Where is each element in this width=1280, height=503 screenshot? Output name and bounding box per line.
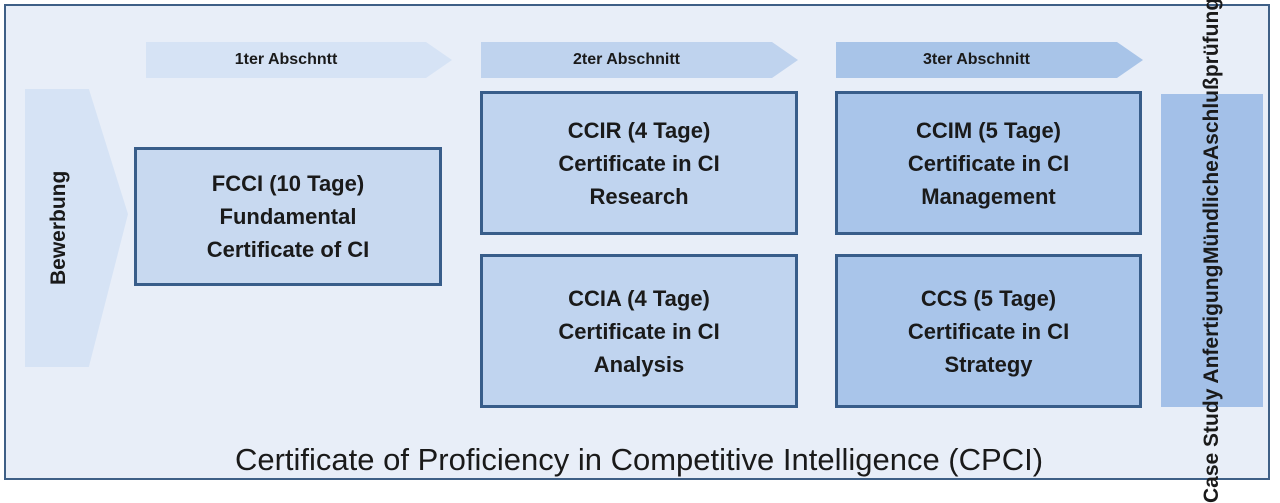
diagram-frame: 1ter Abschntt 2ter Abschnitt 3ter Abschn… — [4, 0, 1270, 503]
fcci-line-2: Fundamental — [219, 204, 357, 229]
fcci-line-3: Certificate of CI — [206, 237, 370, 262]
final-exam-label: Case Study Anfertigung Mündliche Aschluß… — [1164, 0, 1260, 503]
ccir-line-3: Research — [589, 183, 689, 209]
ccir-module-box: CCIR (4 Tage) Certificate in CI Research — [480, 91, 798, 235]
phase-1-label: 1ter Abschntt — [234, 51, 338, 68]
ccir-line-2: Certificate in CI — [558, 150, 720, 176]
ccim-module-box: CCIM (5 Tage) Certificate in CI Manageme… — [835, 91, 1142, 235]
fcci-title: FCCI (10 Tage) — [211, 171, 365, 196]
ccim-line-3: Management — [921, 183, 1056, 209]
ccim-title: CCIM (5 Tage) — [915, 117, 1062, 143]
ccia-line-2: Certificate in CI — [558, 318, 720, 344]
ccir-title: CCIR (4 Tage) — [567, 117, 711, 143]
fcci-module-box: FCCI (10 Tage) Fundamental Certificate o… — [134, 147, 442, 286]
ccs-line-3: Strategy — [944, 351, 1033, 377]
phase-2-arrow: 2ter Abschnitt — [481, 42, 798, 78]
phase-3-arrow: 3ter Abschnitt — [836, 42, 1143, 78]
application-arrow — [25, 89, 128, 367]
ccs-title: CCS (5 Tage) — [920, 285, 1057, 311]
ccia-title: CCIA (4 Tage) — [568, 285, 710, 311]
phase-1-arrow: 1ter Abschntt — [146, 42, 452, 78]
phase-3-label: 3ter Abschnitt — [923, 51, 1030, 68]
ccia-line-3: Analysis — [593, 351, 685, 377]
ccs-module-box: CCS (5 Tage) Certificate in CI Strategy — [835, 254, 1142, 408]
ccs-line-2: Certificate in CI — [907, 318, 1070, 344]
ccim-line-2: Certificate in CI — [907, 150, 1070, 176]
final-exam-block — [1161, 94, 1263, 407]
final-line-2: Mündliche — [1199, 160, 1223, 265]
application-label: Bewerbung — [46, 170, 70, 286]
program-title: Certificate of Proficiency in Competitiv… — [234, 442, 1044, 477]
ccia-module-box: CCIA (4 Tage) Certificate in CI Analysis — [480, 254, 798, 408]
final-line-3: Aschlußprüfung — [1199, 0, 1223, 161]
phase-2-label: 2ter Abschnitt — [573, 51, 680, 68]
